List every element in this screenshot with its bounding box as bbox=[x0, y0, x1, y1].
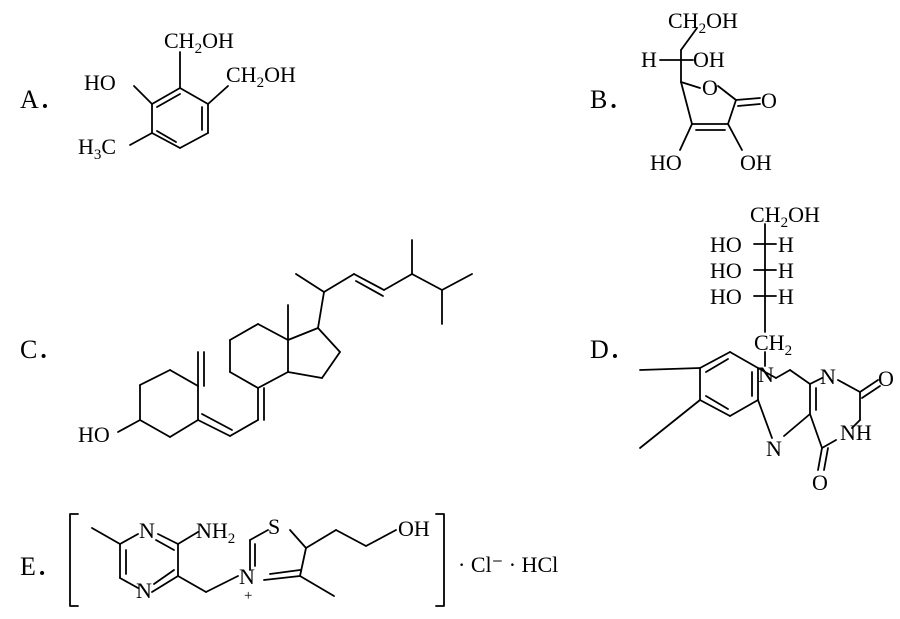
d-o-right: O bbox=[878, 366, 894, 391]
structure-e-bonds bbox=[91, 527, 397, 597]
b-ch2oh: CH2OH bbox=[668, 8, 738, 37]
option-label-c: C． bbox=[20, 335, 63, 364]
structure-b: CH2OH H OH O O HO OH bbox=[641, 8, 777, 175]
e-n2: N bbox=[136, 578, 152, 603]
d-n-bottom: N bbox=[766, 436, 782, 461]
structure-a: CH2OH CH2OH HO H3C bbox=[78, 28, 296, 163]
c-ho: HO bbox=[78, 422, 110, 447]
structure-c: HO bbox=[78, 239, 473, 447]
d-ho-3: HO bbox=[710, 284, 742, 309]
d-ch2: CH2 bbox=[754, 330, 792, 359]
structure-d-bonds bbox=[639, 223, 881, 471]
a-ho: HO bbox=[84, 70, 116, 95]
d-ho-1: HO bbox=[710, 232, 742, 257]
e-oh: OH bbox=[398, 516, 430, 541]
e-suffix: · Cl⁻ · HCl bbox=[458, 552, 558, 577]
a-ch2oh-right: CH2OH bbox=[226, 62, 296, 91]
a-h3c: H3C bbox=[78, 134, 116, 163]
structure-e: N NH2 N S OH N + · Cl⁻ · HCl bbox=[69, 513, 558, 607]
e-n-plus: N bbox=[239, 564, 255, 589]
d-h-1: H bbox=[778, 232, 794, 257]
e-s: S bbox=[268, 514, 280, 539]
b-h: H bbox=[641, 47, 657, 72]
d-h-2: H bbox=[778, 258, 794, 283]
e-plus-charge: + bbox=[244, 588, 252, 604]
b-ho: HO bbox=[650, 150, 682, 175]
d-n-top: N bbox=[758, 362, 774, 387]
structure-d: CH2OH HO H HO H HO H CH2 N N O NH N O bbox=[639, 202, 894, 495]
d-nh: NH bbox=[840, 420, 872, 445]
b-oh-top: OH bbox=[693, 47, 725, 72]
option-label-d: D． bbox=[590, 335, 635, 364]
b-oh: OH bbox=[740, 150, 772, 175]
b-ring-o: O bbox=[702, 75, 718, 100]
d-ch2oh: CH2OH bbox=[750, 202, 820, 231]
option-label-a: A． bbox=[20, 85, 65, 114]
d-o-bottom: O bbox=[812, 470, 828, 495]
structure-c-bonds bbox=[117, 239, 473, 438]
option-label-b: B． bbox=[590, 85, 633, 114]
option-label-e: E． bbox=[20, 552, 62, 581]
structure-b-bonds bbox=[659, 27, 761, 151]
b-carbonyl-o: O bbox=[761, 88, 777, 113]
d-h-3: H bbox=[778, 284, 794, 309]
structure-e-brackets bbox=[69, 513, 445, 607]
d-n-right: N bbox=[820, 364, 836, 389]
a-ch2oh-top: CH2OH bbox=[164, 28, 234, 57]
e-nh2: NH2 bbox=[196, 518, 235, 547]
structure-a-bonds bbox=[129, 51, 229, 149]
d-ho-2: HO bbox=[710, 258, 742, 283]
e-n1: N bbox=[139, 518, 155, 543]
